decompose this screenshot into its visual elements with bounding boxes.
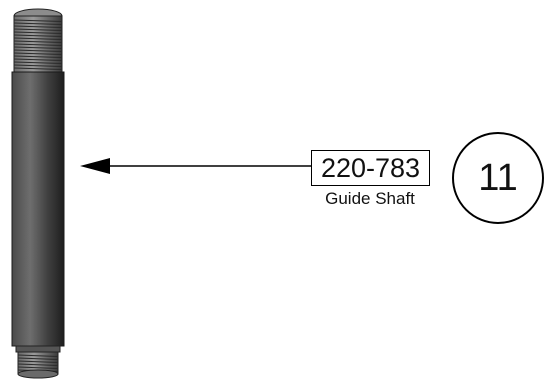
thread-line — [13, 34, 63, 37]
item-number-circle — [452, 132, 544, 224]
thread-line — [17, 363, 59, 366]
thread-line — [13, 22, 63, 25]
thread-line — [13, 40, 63, 43]
thread-line — [13, 43, 63, 46]
thread-line — [17, 360, 59, 363]
thread-line — [17, 354, 59, 357]
thread-line — [13, 52, 63, 55]
thread-line — [17, 357, 59, 360]
part-name-label: Guide Shaft — [325, 189, 415, 208]
thread-line — [17, 366, 59, 369]
thread-line — [13, 49, 63, 52]
thread-line — [13, 64, 63, 67]
item-number: 11 — [478, 156, 518, 199]
thread-line — [13, 46, 63, 49]
part-number: 220-783 — [320, 152, 421, 183]
threaded-guide-shaft-icon — [11, 8, 65, 379]
thread-line — [13, 58, 63, 61]
thread-line — [13, 61, 63, 64]
thread-line — [13, 37, 63, 40]
leader-arrow-icon — [80, 158, 311, 174]
part-number-box: 220-783 — [311, 150, 430, 186]
thread-line — [13, 28, 63, 31]
thread-line — [13, 19, 63, 22]
thread-line — [13, 31, 63, 34]
thread-line — [13, 55, 63, 58]
thread-line — [13, 25, 63, 28]
thread-line — [13, 67, 63, 70]
